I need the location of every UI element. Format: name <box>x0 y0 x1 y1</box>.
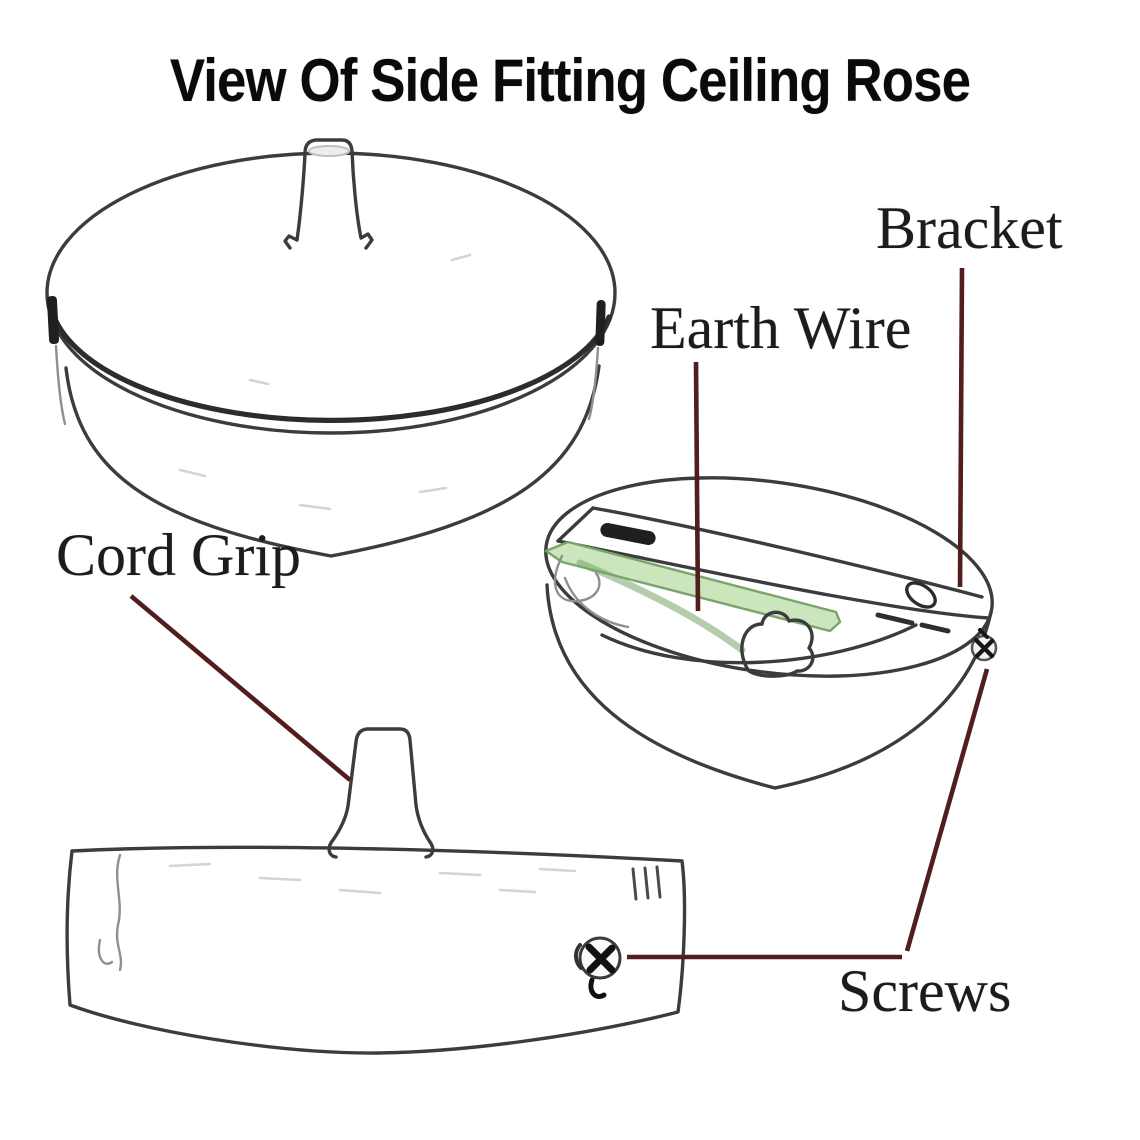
inner-recess-arc-left <box>563 576 630 629</box>
rose-top-rim <box>45 151 617 435</box>
earth-wire-leader-line <box>693 361 701 612</box>
label-bracket: Bracket <box>876 195 1063 261</box>
texture-mark <box>418 486 448 494</box>
label-earth-wire: Earth Wire <box>650 295 912 361</box>
texture-mark <box>655 865 662 899</box>
texture-mark <box>631 867 638 901</box>
texture-mark <box>919 622 951 634</box>
texture-mark <box>258 876 302 882</box>
side-screw-left <box>46 295 60 345</box>
screw-tick <box>978 628 989 639</box>
diagram-title: View Of Side Fitting Ceiling Rose <box>169 47 971 114</box>
terminal-block <box>740 610 815 678</box>
texture-mark <box>538 867 577 873</box>
rose-front-rim-edge <box>50 311 612 423</box>
texture-mark <box>248 378 270 386</box>
screw-edge <box>574 943 583 970</box>
rose-base-body <box>65 845 687 1055</box>
side-view-figure <box>45 138 617 558</box>
bracket-leader-line <box>957 267 965 588</box>
screws-leader-line-diagonal <box>904 668 990 952</box>
rose-skirt <box>64 364 601 558</box>
rose-top-rim <box>544 476 994 678</box>
texture-mark <box>875 612 915 626</box>
cord-grip-outline <box>327 727 435 859</box>
wire-end-marks <box>875 612 951 634</box>
bracket-plate-back-edge <box>591 506 984 599</box>
side-screw-right <box>595 300 606 347</box>
texture-mark <box>178 468 207 478</box>
bracket-plate-left-end <box>556 506 595 543</box>
bracket-slot <box>600 522 656 546</box>
phillips-cross-icon <box>973 637 995 659</box>
texture-mark <box>450 253 472 262</box>
phillips-cross-icon <box>585 943 616 974</box>
sketch-squiggle <box>115 853 123 972</box>
base-view-figure <box>65 727 687 1055</box>
hatch-marks <box>631 865 662 901</box>
cord-grip-outline <box>283 138 374 250</box>
inside-view-figure <box>544 476 998 790</box>
leader-lines <box>129 267 990 960</box>
label-screws: Screws <box>838 958 1012 1024</box>
earth-wire-bar <box>544 540 842 633</box>
rose-skirt <box>545 583 993 790</box>
side-screw-left-shaft <box>54 344 67 426</box>
texture-mark <box>643 866 650 900</box>
side-screw-right-shaft <box>587 346 600 421</box>
surface-texture <box>178 253 472 511</box>
earth-wire-strand <box>576 559 746 654</box>
cord-grip-opening <box>308 145 350 157</box>
cord-grip-leader-line <box>129 594 352 782</box>
texture-mark <box>338 888 382 895</box>
surface-texture <box>168 862 577 895</box>
side-screw-right <box>970 628 998 662</box>
sketch-squiggle <box>97 938 114 965</box>
screw-shadow <box>588 977 607 999</box>
inner-recess-arc <box>600 623 918 665</box>
fixing-screw <box>574 936 622 999</box>
texture-mark <box>298 503 332 511</box>
texture-mark <box>168 862 212 868</box>
bracket-plate-front-edge <box>556 539 990 620</box>
texture-mark <box>498 888 537 894</box>
bracket-oval-slot <box>905 581 937 609</box>
texture-mark <box>438 871 482 877</box>
label-cord-grip: Cord Grip <box>56 522 301 588</box>
